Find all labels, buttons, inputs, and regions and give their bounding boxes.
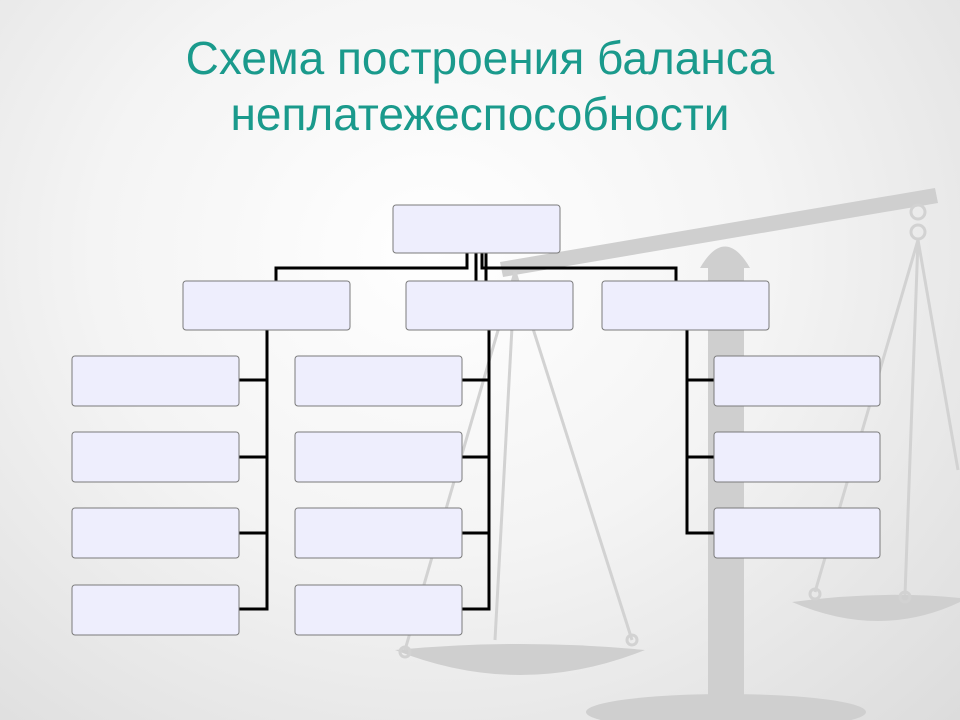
branch-3-child-3[interactable]: [713, 507, 881, 559]
branch-node-1[interactable]: [182, 280, 351, 331]
slide-title: Схема построения баланса неплатежеспособ…: [60, 30, 900, 142]
root-node[interactable]: [392, 204, 561, 254]
branch-3-child-2[interactable]: [713, 431, 881, 483]
branch-1-child-2[interactable]: [71, 431, 240, 483]
connector-branch-1-spine: [238, 328, 269, 611]
branch-2-child-3[interactable]: [294, 507, 463, 559]
connector-root-right: [480, 251, 678, 283]
branch-3-child-1[interactable]: [713, 355, 881, 407]
branch-2-child-1[interactable]: [294, 355, 463, 407]
connectors: [238, 251, 716, 611]
connector-root-left: [274, 251, 469, 283]
branch-1-child-4[interactable]: [71, 584, 240, 636]
branch-node-2[interactable]: [405, 280, 574, 331]
branch-2-child-2[interactable]: [294, 431, 463, 483]
title-line-1: Схема построения баланса: [185, 32, 775, 84]
branch-1-child-3[interactable]: [71, 507, 240, 559]
branch-1-child-1[interactable]: [71, 355, 240, 407]
branch-2-child-4[interactable]: [294, 584, 463, 636]
branch-node-3[interactable]: [601, 280, 770, 331]
connector-branch-3-spine: [685, 328, 716, 535]
title-line-2: неплатежеспособности: [230, 88, 730, 140]
connector-branch-2-spine: [461, 328, 491, 611]
